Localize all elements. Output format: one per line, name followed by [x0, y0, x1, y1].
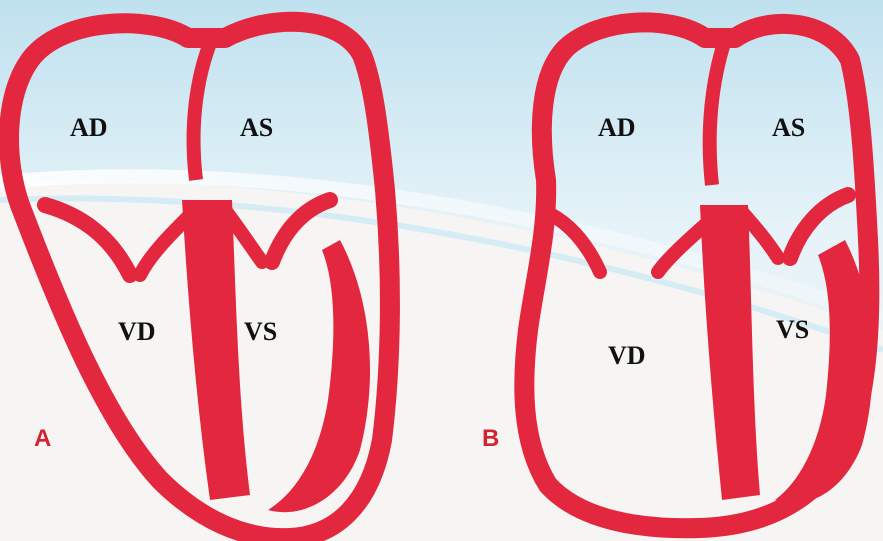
panel-a-label: A: [34, 425, 51, 452]
heart-a-label-left-atrium: AS: [240, 113, 273, 142]
heart-a-label-right-ventricle: VD: [118, 317, 156, 346]
heart-a-label-left-ventricle: VS: [244, 317, 277, 346]
heart-b-label-left-ventricle: VS: [776, 315, 809, 344]
panel-b-label: B: [482, 425, 499, 452]
heart-b-label-right-atrium: AD: [598, 113, 636, 142]
heart-b-label-right-ventricle: VD: [608, 341, 646, 370]
heart-b-label-left-atrium: AS: [772, 113, 805, 142]
heart-a-label-right-atrium: AD: [70, 113, 108, 142]
